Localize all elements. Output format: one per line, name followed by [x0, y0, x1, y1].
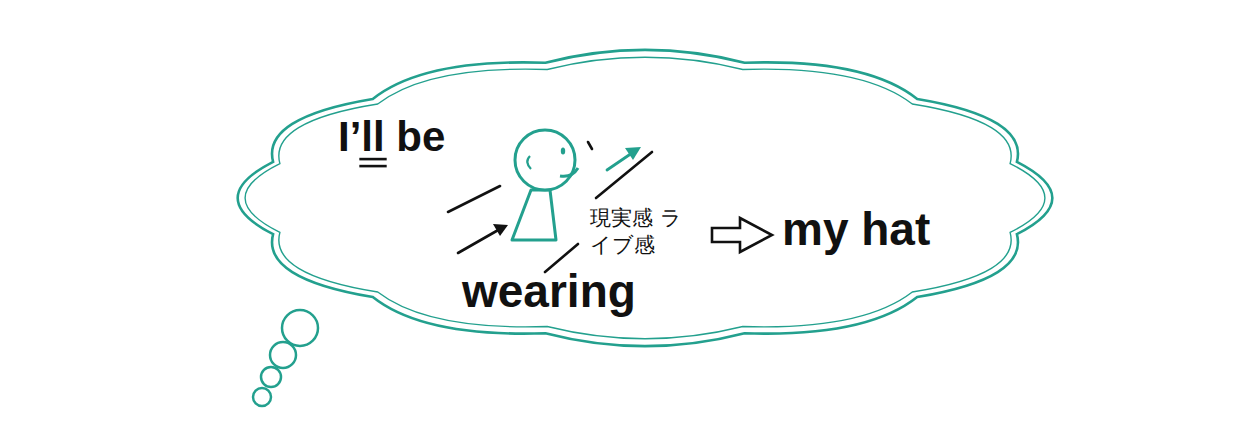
- cloud-outer-line: [238, 50, 1053, 346]
- speed-tick: [588, 142, 592, 149]
- phrase-text: I’ll be: [338, 116, 445, 158]
- thought-bubble: [253, 388, 271, 406]
- thought-bubble: [282, 310, 318, 346]
- double-underline: [359, 159, 386, 166]
- figure-eye: [561, 148, 565, 155]
- motion-arrow-shaft: [458, 229, 500, 253]
- cloud-inner-line: [245, 57, 1045, 338]
- thought-cloud: I’ll be wearing 現実感 ライブ感 my hat: [230, 40, 1060, 355]
- figure-body: [512, 190, 556, 240]
- look-arrowhead: [625, 147, 641, 160]
- motion-arrowhead: [493, 224, 508, 236]
- person-figure: [512, 130, 578, 240]
- speed-line: [596, 152, 652, 198]
- underline-stroke: [359, 158, 386, 161]
- thought-bubbles: [253, 310, 318, 406]
- outline-arrow: [712, 218, 772, 252]
- underline-stroke: [359, 165, 386, 168]
- cloud-outline: [230, 40, 1060, 355]
- figure-head: [515, 130, 575, 190]
- figure-smile: [560, 168, 578, 176]
- phrase-text: wearing: [462, 268, 636, 314]
- cloud-lines: [238, 50, 1053, 346]
- thought-bubble: [270, 342, 296, 368]
- thought-bubble: [261, 367, 281, 387]
- figure-ear: [527, 156, 531, 169]
- speed-line: [448, 186, 500, 212]
- annotation-text: 現実感 ライブ感: [590, 205, 690, 260]
- look-arrow-shaft: [607, 153, 632, 170]
- phrase-text: my hat: [782, 206, 930, 252]
